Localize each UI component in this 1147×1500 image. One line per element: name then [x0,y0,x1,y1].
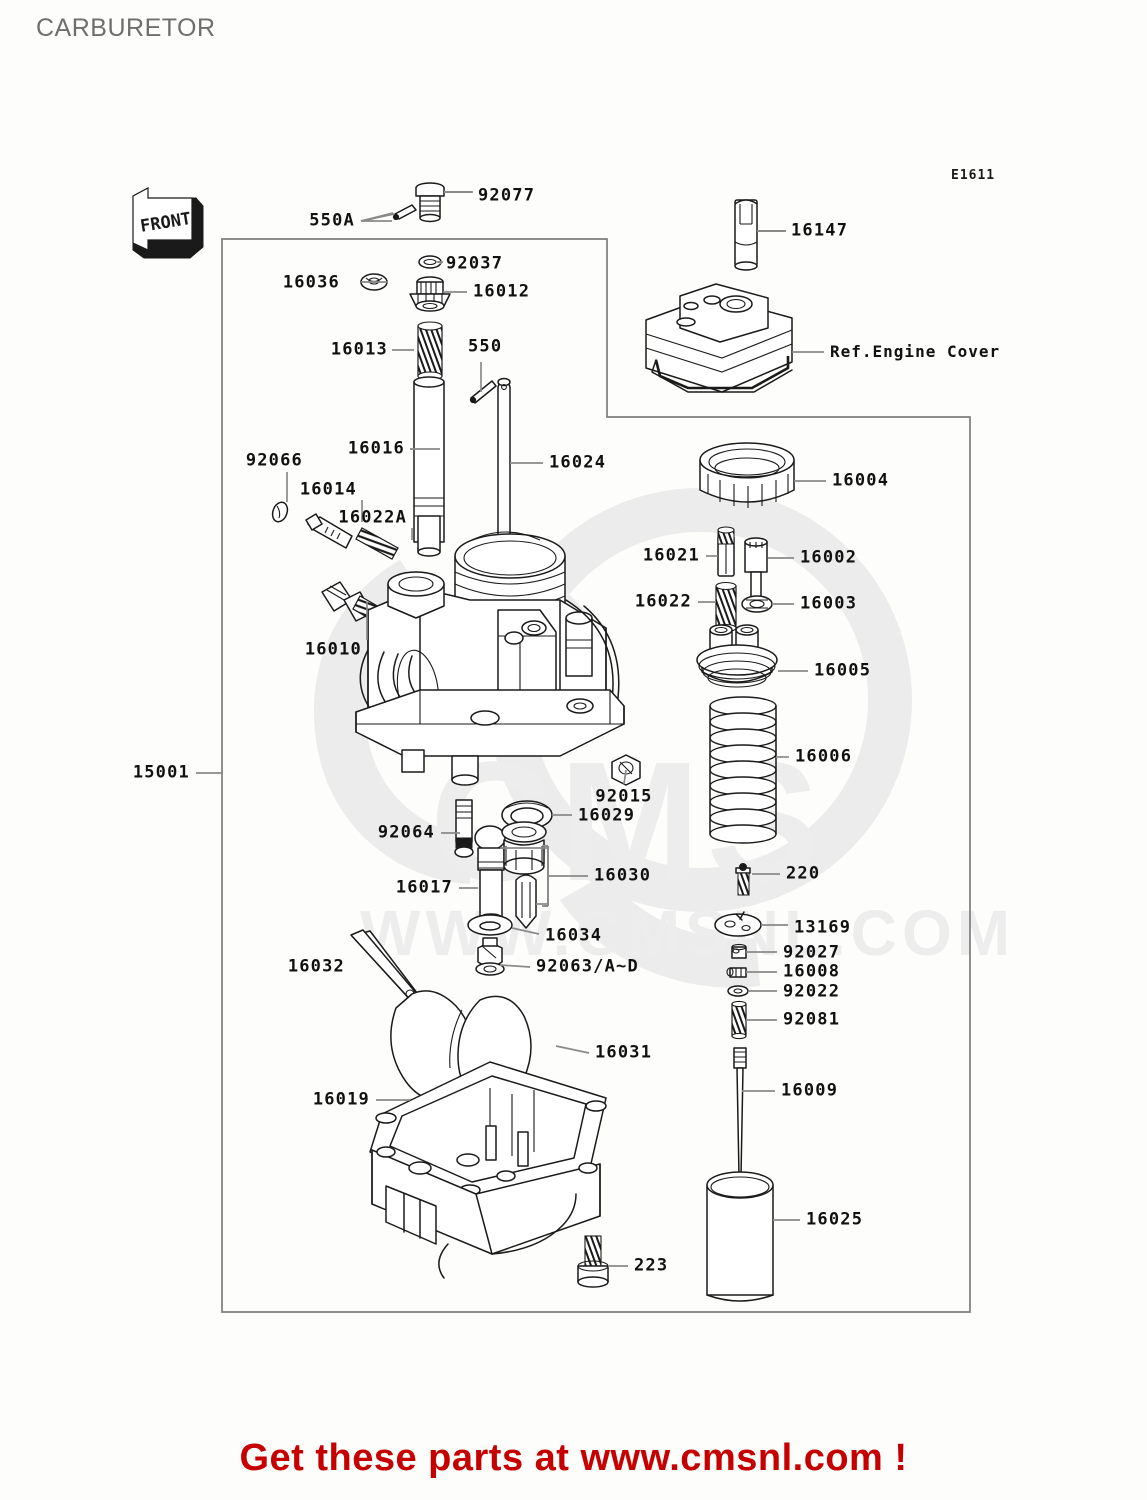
callout-16016: 16016 [347,438,405,459]
callout-16030: 16030 [594,865,652,886]
callout-16013: 16013 [330,339,388,360]
part-16004 [699,442,795,508]
part-16021 [717,526,735,577]
part-16024 [497,377,511,547]
part-15001-carb-body [355,531,625,786]
part-16147 [734,199,758,271]
bracket-16030 [500,847,549,905]
callout-16008: 16008 [783,961,841,982]
part-16005 [696,624,778,688]
callout-92077: 92077 [478,185,536,206]
part-13169 [714,911,762,937]
callout-16031: 16031 [595,1042,653,1063]
callout-16029: 16029 [578,805,636,826]
part-16008 [726,967,747,978]
part-16017 [474,825,506,923]
part-92064 [454,799,474,858]
callout-16036: 16036 [282,272,340,293]
callout-16022A: 16022A [338,507,407,528]
part-16014 [305,513,353,549]
callout-92063: 92063/A~D [536,956,639,977]
part-92081 [731,1000,747,1040]
part-16016 [413,376,445,557]
callout-92064: 92064 [377,822,435,843]
callout-16024: 16024 [549,452,607,473]
callout-92015: 92015 [595,786,653,807]
callout-16017: 16017 [395,877,453,898]
part-16003 [741,595,773,613]
part-16013 [417,321,443,381]
part-550A [392,204,417,221]
callout-16005: 16005 [814,660,872,681]
part-16006 [709,696,777,844]
callout-16006: 16006 [795,746,853,767]
part-220 [735,863,751,896]
part-92022 [727,985,749,997]
sheet-code: E1611 [951,168,996,183]
callout-16009: 16009 [781,1080,839,1101]
callout-550: 550 [468,336,503,357]
part-92063 [475,937,505,976]
callout-16034: 16034 [545,925,603,946]
callout-550A: 550A [309,210,355,231]
callout-16012: 16012 [473,281,531,302]
callout-92066: 92066 [245,450,303,471]
part-92037 [418,255,442,269]
callout-223: 223 [634,1255,669,1276]
callout-16021: 16021 [642,545,700,566]
part-92077 [415,182,445,223]
callout-16010: 16010 [304,639,362,660]
parts-diagram: .o { fill:none; stroke:#1a1a1a; stroke-w… [132,182,971,1313]
page-title: CARBURETOR [36,14,216,42]
part-92027 [731,943,747,959]
leaders-render-final [196,191,826,1267]
front-marker-icon: FRONT [132,187,204,259]
callout-16004: 16004 [832,470,890,491]
ref-engine-cover-drawing [645,199,793,393]
callout-16003: 16003 [800,593,858,614]
part-float-bowl-body [371,1088,601,1279]
callout-92022: 92022 [783,981,841,1002]
callout-220: 220 [786,863,821,884]
footer-cta: Get these parts at www.cmsnl.com ! [239,1437,908,1479]
callout-16019: 16019 [312,1089,370,1110]
callout-15001: 15001 [132,762,190,783]
callout-16014: 16014 [299,479,357,500]
callout-13169: 13169 [794,917,852,938]
callout-16002: 16002 [800,547,858,568]
callout-16147: 16147 [791,220,849,241]
callout-92081: 92081 [783,1009,841,1030]
callout-92037: 92037 [446,253,504,274]
part-223 [577,1235,609,1288]
part-16009 [733,1047,747,1187]
callout-16022: 16022 [634,591,692,612]
part-16022 [715,581,737,633]
callout-refcover: Ref.Engine Cover [830,342,1001,361]
part-16002 [744,537,768,603]
callout-16032: 16032 [287,956,345,977]
callout-92027: 92027 [783,942,841,963]
part-16029 [501,800,553,830]
part-16022A [355,527,399,560]
part-16034 [467,914,513,936]
part-16025 [706,1171,774,1302]
part-16030 [501,821,547,929]
callout-16025: 16025 [806,1209,864,1230]
assembly-outline [221,238,971,1313]
part-550 [469,380,497,404]
part-16012 [409,276,451,312]
part-92066 [271,501,289,523]
